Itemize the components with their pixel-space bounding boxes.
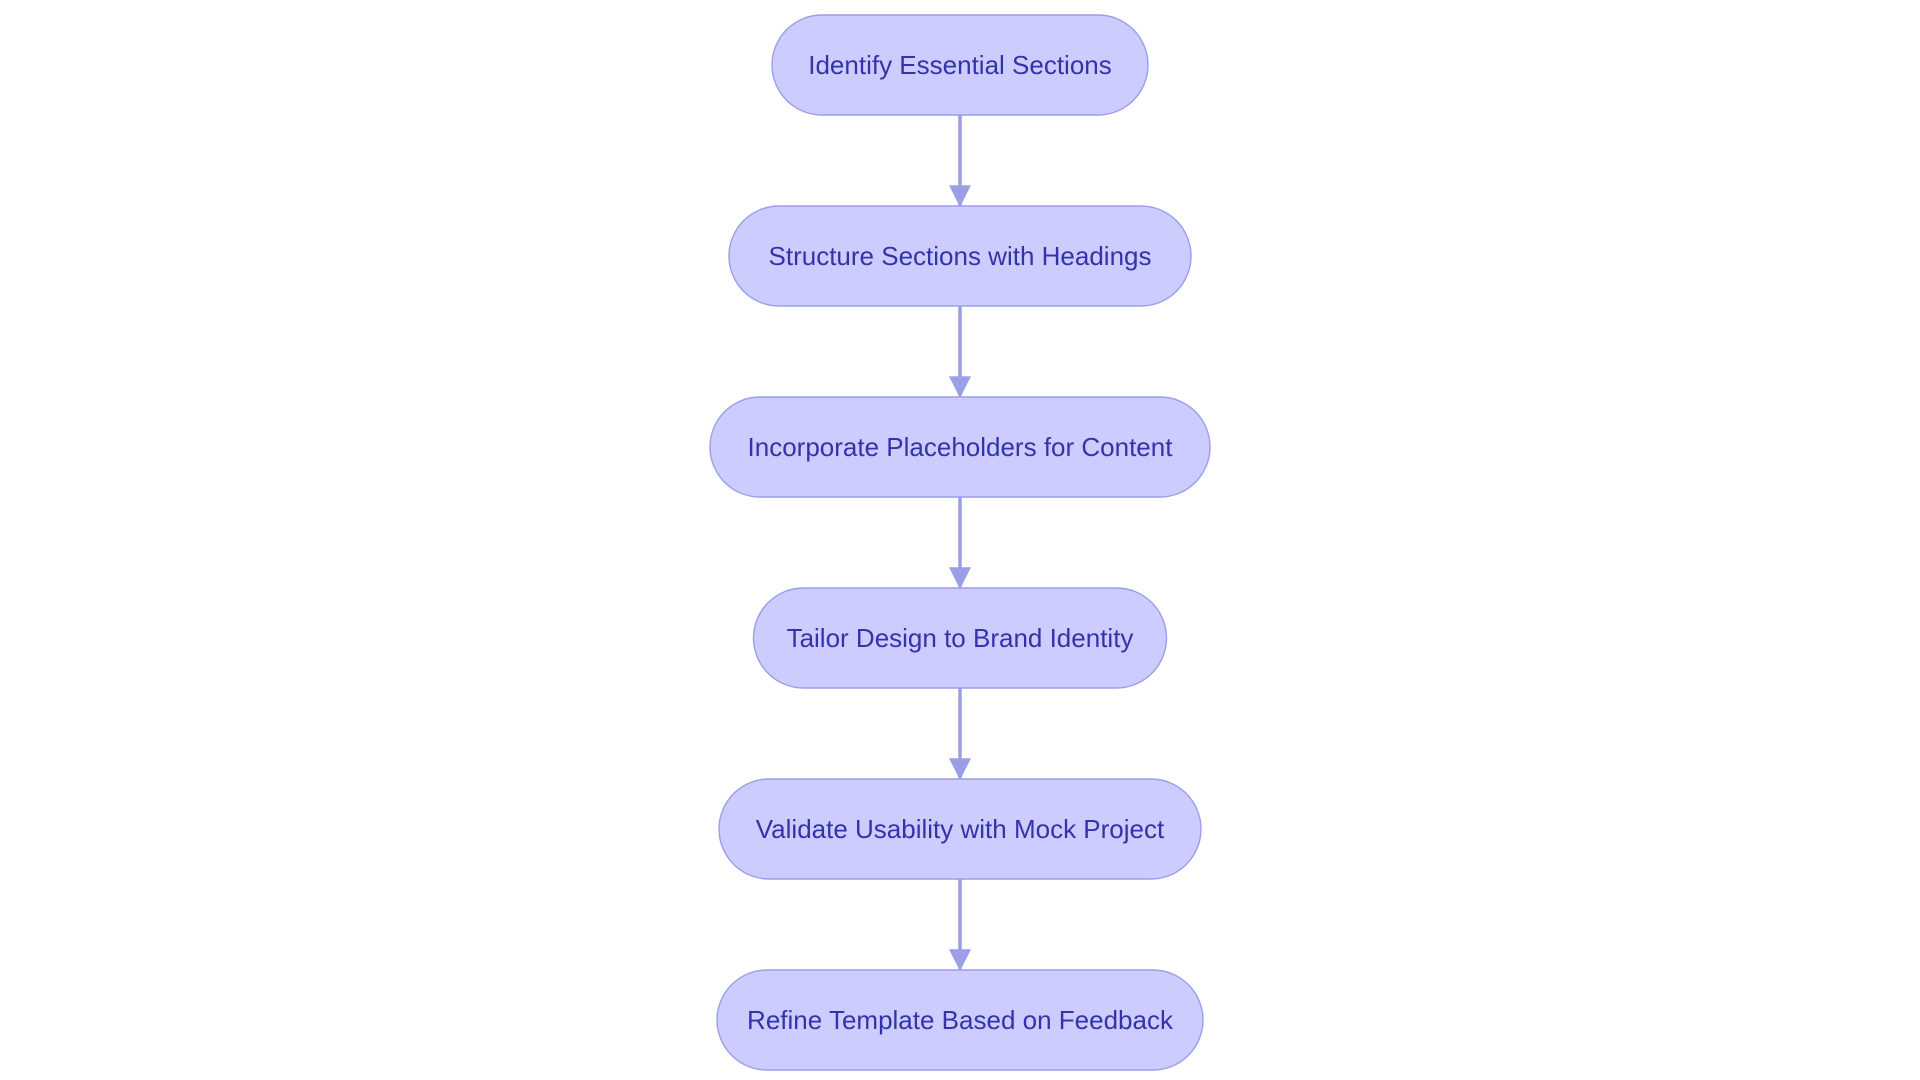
node-shape bbox=[718, 778, 1202, 880]
node-label: Refine Template Based on Feedback bbox=[747, 1005, 1174, 1035]
node-shape bbox=[728, 205, 1192, 307]
node-label: Incorporate Placeholders for Content bbox=[748, 432, 1174, 462]
flowchart-node-1: Identify Essential Sections bbox=[771, 14, 1149, 116]
node-label: Validate Usability with Mock Project bbox=[756, 814, 1165, 844]
node-label: Identify Essential Sections bbox=[808, 50, 1112, 80]
flowchart-node-2: Structure Sections with Headings bbox=[728, 205, 1192, 307]
node-shape bbox=[752, 587, 1168, 689]
node-label: Structure Sections with Headings bbox=[769, 241, 1152, 271]
flowchart-node-4: Tailor Design to Brand Identity bbox=[752, 587, 1168, 689]
node-shape bbox=[709, 396, 1211, 498]
flowchart-node-3: Incorporate Placeholders for Content bbox=[709, 396, 1211, 498]
node-label: Tailor Design to Brand Identity bbox=[787, 623, 1134, 653]
flowchart-node-5: Validate Usability with Mock Project bbox=[718, 778, 1202, 880]
node-shape bbox=[716, 969, 1204, 1071]
flowchart-node-6: Refine Template Based on Feedback bbox=[716, 969, 1204, 1071]
node-shape bbox=[771, 14, 1149, 116]
